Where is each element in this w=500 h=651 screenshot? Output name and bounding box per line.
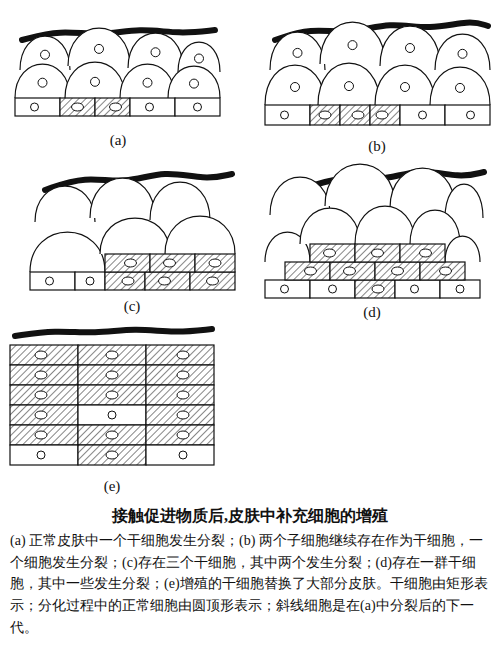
stem-cell — [10, 385, 78, 405]
dome-cell — [445, 184, 483, 218]
stem-cell — [400, 105, 445, 125]
dome-cell — [318, 63, 380, 105]
skin-panel — [10, 329, 214, 465]
figure-title: 接触促进物质后,皮肤中补充细胞的增殖 — [0, 506, 500, 527]
panel-label: (a) — [110, 132, 127, 149]
dome-cell — [355, 206, 415, 244]
dome-cell — [300, 208, 360, 244]
dome-cell — [380, 26, 440, 66]
dome-cell — [168, 66, 220, 98]
dome-cell — [100, 218, 170, 254]
stem-cell — [146, 425, 214, 445]
stem-cell — [78, 365, 146, 385]
stem-cell — [355, 244, 400, 262]
dome-cell — [90, 178, 155, 218]
dome-cell — [270, 32, 325, 70]
stem-cell — [10, 405, 78, 425]
stem-cell — [78, 405, 146, 425]
stem-cell — [10, 445, 78, 465]
stem-cell — [146, 385, 214, 405]
dome-cell — [165, 216, 235, 254]
dome-cell — [265, 65, 325, 105]
stem-cell — [78, 385, 146, 405]
stem-cell — [285, 262, 330, 280]
stem-cell — [75, 272, 105, 290]
dome-cell — [15, 64, 70, 98]
dome-cell — [35, 186, 95, 222]
dome-cell — [150, 182, 210, 220]
dome-cell — [65, 62, 125, 98]
stem-cell — [340, 105, 370, 125]
figure-caption: (a) 正常皮肤中一个干细胞发生分裂；(b) 两个子细胞继续存在作为干细胞，一个… — [10, 530, 490, 638]
dome-cell — [445, 236, 480, 262]
stem-cell — [370, 105, 400, 125]
panel-label: (c) — [124, 298, 141, 315]
stem-cell — [190, 272, 235, 290]
stem-cell — [130, 98, 175, 116]
horny-layer — [15, 329, 212, 336]
stem-cell — [146, 365, 214, 385]
stem-cell — [146, 445, 214, 465]
dome-cell — [410, 210, 460, 244]
dome-cell — [430, 67, 490, 105]
stem-cell — [355, 280, 395, 298]
stem-cell — [95, 98, 130, 116]
panel-label: (d) — [363, 304, 381, 321]
stem-cell — [420, 262, 465, 280]
stem-cell — [78, 445, 146, 465]
stem-cell — [30, 272, 75, 290]
dome-cell — [120, 64, 175, 98]
stem-cell — [310, 105, 340, 125]
skin-panel — [265, 22, 490, 125]
stem-cell — [145, 272, 190, 290]
skin-panel — [265, 164, 484, 298]
stem-cell — [10, 345, 78, 365]
stem-cell — [195, 254, 235, 272]
panel-label: (b) — [368, 138, 386, 155]
panel-label: (e) — [104, 478, 121, 495]
skin-panel — [30, 174, 235, 290]
dome-cell — [390, 168, 455, 208]
stem-cell — [78, 425, 146, 445]
stem-cell — [400, 244, 445, 262]
skin-panel — [15, 28, 220, 116]
dome-cell — [68, 28, 130, 66]
dome-cell — [325, 164, 395, 206]
stem-cell — [150, 254, 195, 272]
stem-cell — [105, 272, 145, 290]
stem-cell — [375, 262, 420, 280]
stem-cell — [330, 262, 375, 280]
stem-cell — [146, 405, 214, 425]
stem-cell — [440, 280, 480, 298]
stem-cell — [310, 280, 355, 298]
dome-cell — [320, 22, 385, 64]
stem-cell — [395, 280, 440, 298]
stem-cell — [78, 345, 146, 365]
stem-cell — [146, 345, 214, 365]
stem-cell — [310, 244, 355, 262]
dome-cell — [128, 33, 183, 68]
stem-cell — [445, 105, 490, 125]
stem-cell — [265, 105, 310, 125]
stem-cell — [60, 98, 95, 116]
stem-cell — [265, 280, 310, 298]
dome-cell — [435, 34, 490, 70]
stem-cell — [15, 98, 60, 116]
dome-cell — [375, 65, 435, 105]
stem-cell — [10, 365, 78, 385]
stem-cell — [10, 425, 78, 445]
stem-cell — [105, 254, 150, 272]
dome-cell — [30, 232, 105, 272]
stem-cell — [175, 98, 220, 116]
